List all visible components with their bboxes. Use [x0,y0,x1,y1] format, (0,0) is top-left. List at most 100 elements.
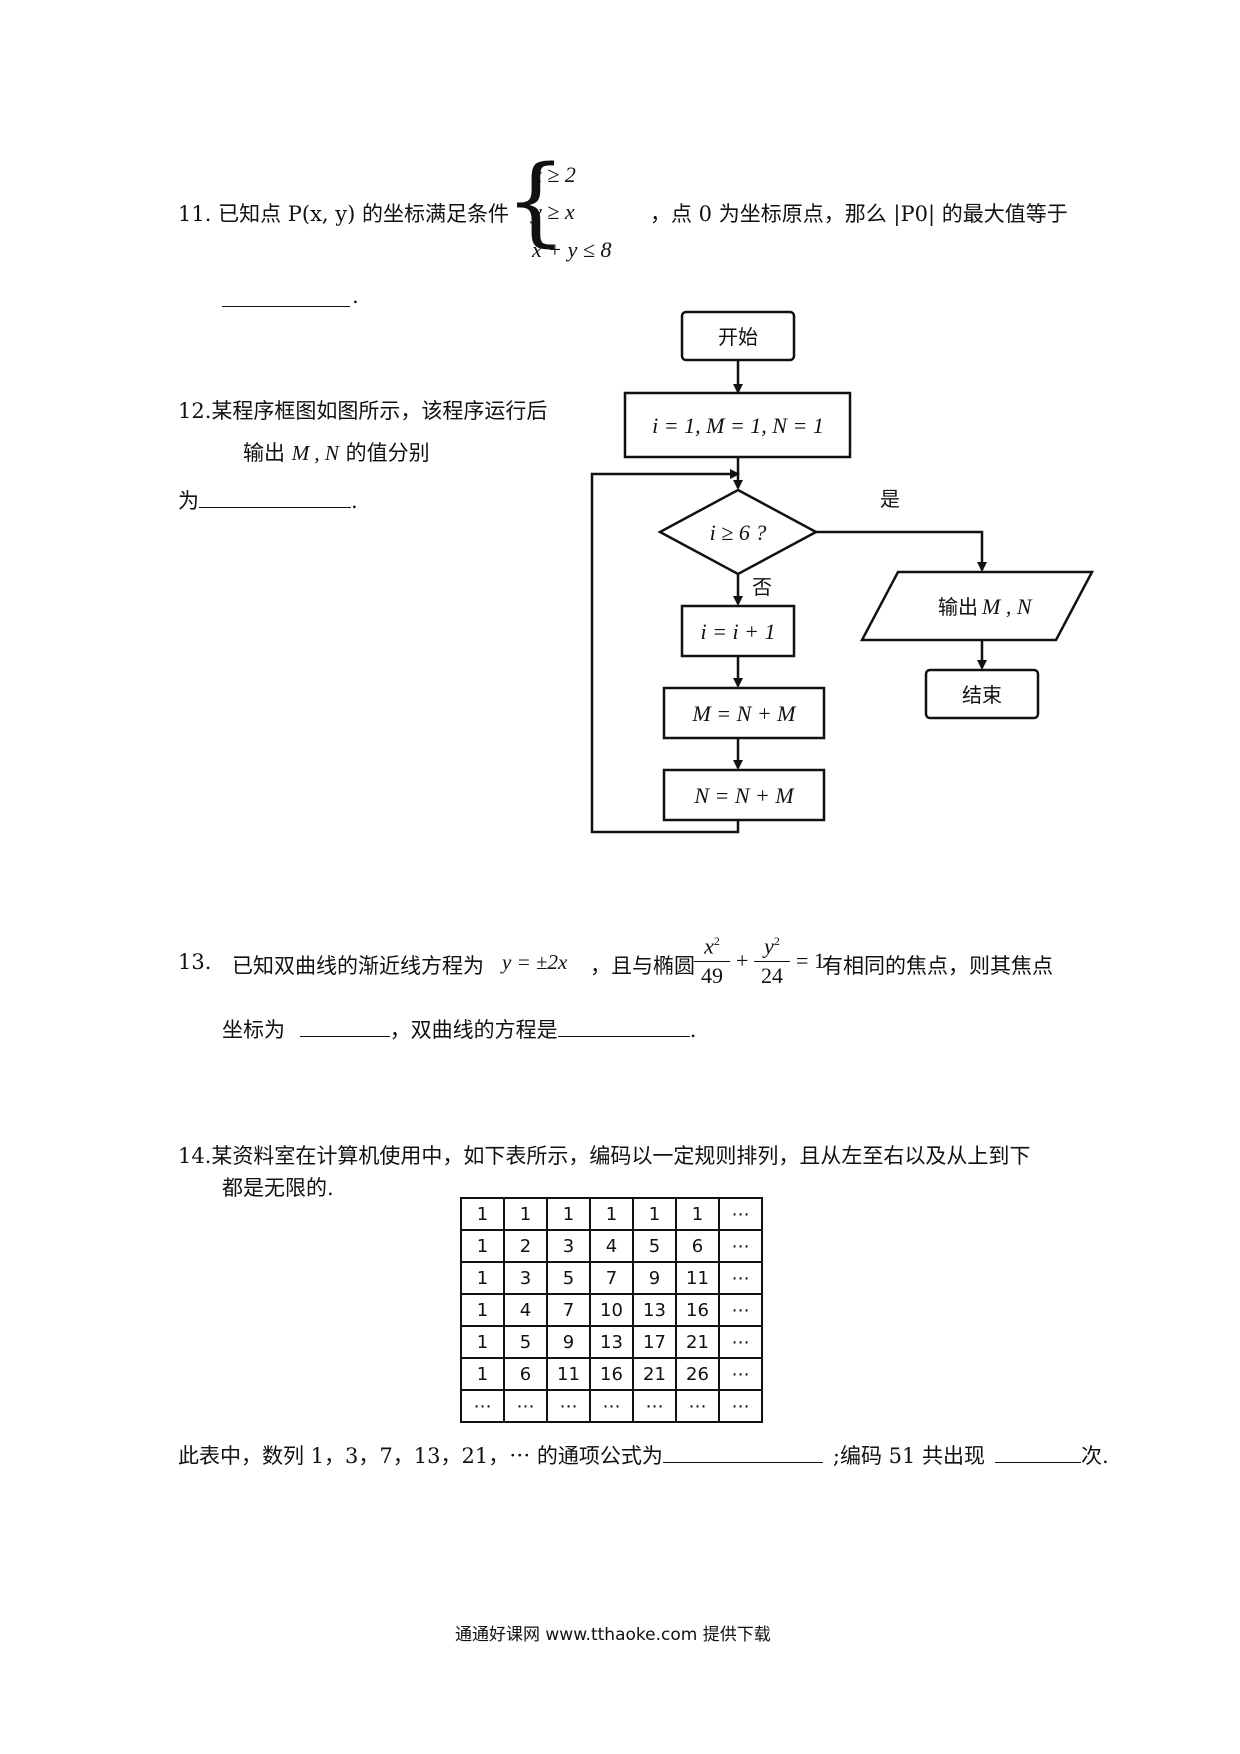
q13-equation-blank[interactable] [557,1014,690,1037]
q13-eq-one: = 1 [796,948,825,973]
table-cell: 5 [546,1261,591,1295]
q12-vars: M , N [291,441,339,465]
q13-den-y: 24 [761,963,783,989]
end-box [924,668,1040,720]
q11-answer-blank[interactable] [222,284,350,311]
q11-prefix: 11. 已知点 P(x, y) 的坐标满足条件 [178,202,509,226]
q14-code-text: ;编码 51 共出现 [832,1444,986,1468]
q12-end: . [351,489,358,513]
q12-output-label: 输出 [243,441,285,465]
table-row: ⋯⋯⋯⋯⋯⋯⋯ [460,1389,763,1423]
output-prefix: 输出 [938,595,978,619]
step-i-label: i = i + 1 [701,619,776,644]
table-cell: 9 [632,1261,677,1295]
q14-times: 次. [1081,1444,1109,1468]
table-cell: 2 [503,1229,548,1263]
table-cell: 6 [503,1357,548,1391]
q13-end: . [689,1018,697,1042]
q13-text1: 已知双曲线的渐近线方程为 [232,954,484,978]
step-n-box [662,768,826,822]
table-cell: 1 [460,1197,505,1231]
q11-suffix: ，点 0 为坐标原点，那么 |P0| 的最大值等于 [650,202,1068,226]
q14-formula-blank[interactable] [662,1440,823,1463]
q13-den-x: 49 [701,963,723,989]
table-cell: ⋯ [718,1357,763,1391]
start-label: 开始 [718,325,758,349]
q13-x-exp: 2 [713,934,720,948]
q14-line2: 都是无限的. [222,1176,334,1200]
table-cell: ⋯ [718,1389,763,1423]
table-cell: ⋯ [718,1325,763,1359]
q13-equation-label: ，双曲线的方程是 [389,1018,558,1042]
table-cell: 21 [632,1357,677,1391]
q12-answer-blank[interactable] [199,485,351,508]
program-flowchart: 开始 i = 1, M = 1, N = 1 i ≥ 6 ? 是 否 i = i… [590,310,1095,834]
q12-line1: 12.某程序框图如图所示，该程序运行后 [178,399,548,423]
table-cell: ⋯ [546,1389,591,1423]
table-cell: 1 [675,1197,720,1231]
table-cell: 1 [546,1197,591,1231]
q11-brace: { [505,145,567,257]
q14-count-blank[interactable] [995,1440,1082,1463]
table-cell: 1 [589,1197,634,1231]
no-label: 否 [752,575,772,599]
q13-focus-blank[interactable] [299,1014,390,1037]
q13-fraction-x: x2 49 [692,928,732,990]
q14-sequence-text: 此表中，数列 1，3，7，13，21，⋯ 的通项公式为 [178,1444,663,1468]
q12-wei: 为 [178,489,199,513]
q13-fraction-y: y2 24 [752,928,792,990]
table-cell: 7 [546,1293,591,1327]
q13-number: 13. [178,950,212,974]
q11-condition-1: x ≥ 2 [532,162,576,187]
table-cell: ⋯ [589,1389,634,1423]
q12-value-label: 的值分别 [345,441,430,465]
q13-text3: 有相同的焦点，则其焦点 [822,954,1053,978]
condition-label: i ≥ 6 ? [710,520,767,545]
table-cell: ⋯ [718,1293,763,1327]
table-cell: 5 [632,1229,677,1263]
table-cell: 1 [460,1357,505,1391]
q13-plus: + [736,948,749,973]
table-cell: 5 [503,1325,548,1359]
table-cell: 1 [503,1197,548,1231]
step-n-label: N = N + M [693,783,795,808]
q13-x: x [704,933,714,959]
q14-line1: 14.某资料室在计算机使用中，如下表所示，编码以一定规则排列，且从左至右以及从上… [178,1144,1031,1168]
table-cell: ⋯ [718,1229,763,1263]
table-cell: 1 [460,1293,505,1327]
table-cell: 1 [460,1229,505,1263]
q13-y: y [764,933,774,959]
step-m-label: M = N + M [691,701,797,726]
table-cell: 7 [589,1261,634,1295]
table-cell: 3 [546,1229,591,1263]
table-cell: 1 [632,1197,677,1231]
q11-end: . [352,284,359,308]
table-cell: ⋯ [460,1389,505,1423]
table-cell: 13 [589,1325,634,1359]
table-cell: 26 [675,1357,720,1391]
table-cell: 10 [589,1293,634,1327]
q14-bottom: 此表中，数列 1，3，7，13，21，⋯ 的通项公式为 ;编码 51 共出现 次. [178,1440,1109,1470]
q13-line2: 坐标为 ，双曲线的方程是. [222,1014,696,1044]
q12-line3: 为. [178,485,358,515]
q11-condition-2: y ≥ x [532,199,575,224]
init-label: i = 1, M = 1, N = 1 [652,413,824,438]
q13-focus-label: 坐标为 [222,1018,285,1042]
table-cell: 9 [546,1325,591,1359]
table-cell: 16 [675,1293,720,1327]
footer-text: 通通好课网 www.tthaoke.com 提供下载 [455,1625,771,1645]
table-cell: 17 [632,1325,677,1359]
q13-asymptote: y = ±2x [502,950,568,974]
table-cell: 13 [632,1293,677,1327]
yes-label: 是 [880,487,900,511]
arrow-loop [590,469,740,834]
q13-y-exp: 2 [773,934,780,948]
table-cell: ⋯ [503,1389,548,1423]
